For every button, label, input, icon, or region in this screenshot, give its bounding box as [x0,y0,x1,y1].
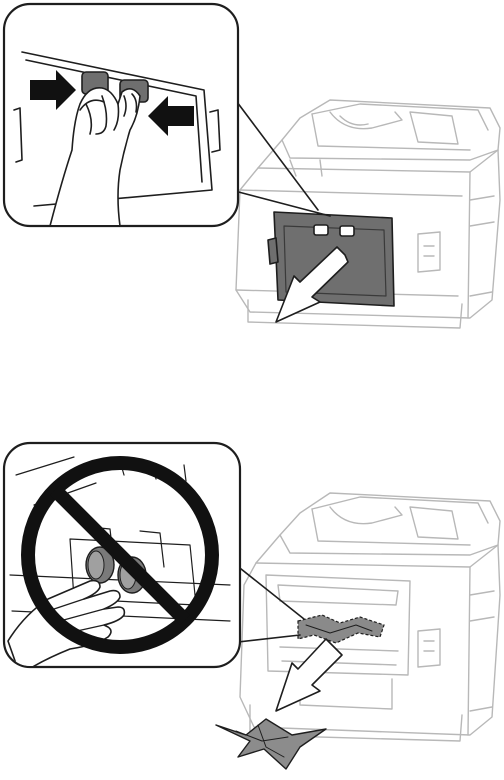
figure-2-svg [0,435,504,780]
figure-1-svg [0,0,504,345]
illustration-remove-rear-cover [0,0,504,345]
cover-tab-left [314,225,328,235]
jammed-paper-icon [216,719,326,769]
illustration-remove-jammed-paper [0,435,504,780]
callout-squeeze-tabs [4,4,238,226]
callout-do-not-touch-rollers [4,443,240,675]
pull-arrow-icon [276,639,342,711]
jammed-paper-icon [298,615,384,643]
cover-tab-right [340,226,354,236]
